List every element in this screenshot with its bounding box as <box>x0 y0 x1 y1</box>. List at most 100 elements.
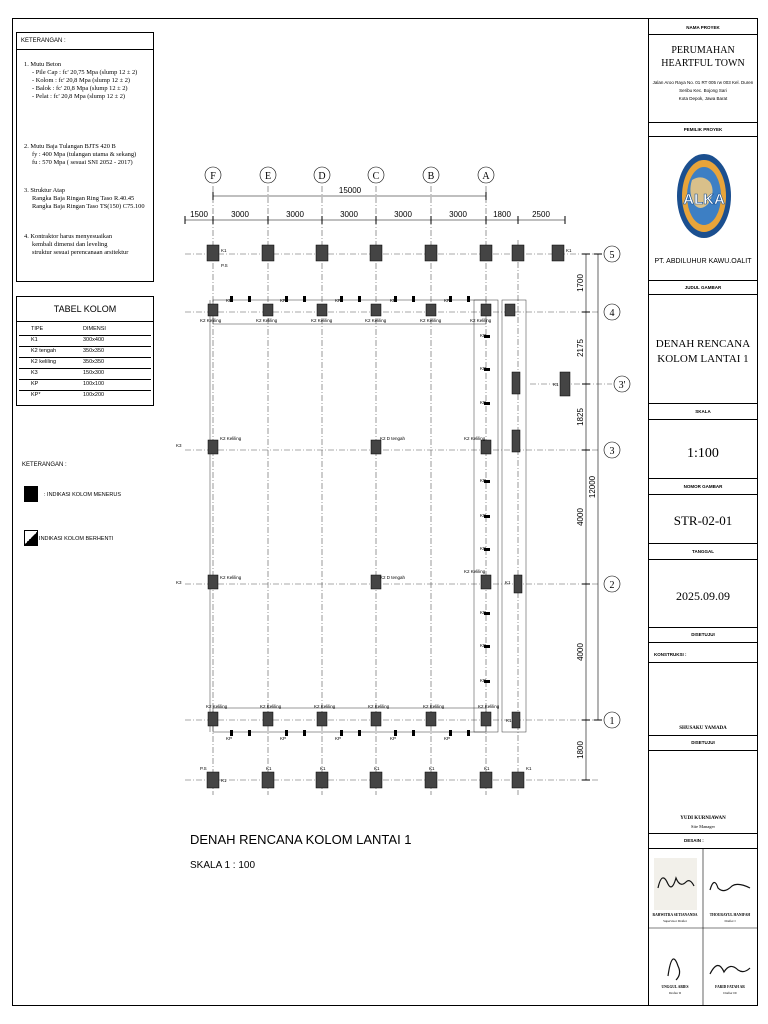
column-tag: K1 <box>429 766 435 771</box>
table-cell: K1 <box>31 337 38 343</box>
project-address: Jalan Aroo Raya No. 01 RT 005 rw 003 Kel… <box>652 80 754 85</box>
kp-tag: KP <box>480 610 486 615</box>
column-tag: K3 <box>176 443 182 448</box>
column-tag: K2 Keliling <box>206 704 228 709</box>
kp-tag: KP <box>480 400 486 405</box>
grid-label-right: 3' <box>619 380 626 391</box>
signatory-role: Drafter I <box>724 919 735 923</box>
note-item: 1. Mutu Beton - Pile Cap : fc' 20,75 Mpa… <box>24 61 154 101</box>
table-row: KP*100x200 <box>19 390 151 401</box>
grid-label-right: 3 <box>610 446 615 457</box>
sheet-title: KOLOM LANTAI 1 <box>657 353 749 365</box>
title-block-divider <box>648 18 649 1006</box>
column-tag: K1 <box>221 248 227 253</box>
stop-column-symbol <box>24 530 38 546</box>
konstruksi-label: KONSTRUKSI : <box>654 652 687 657</box>
kp-tag: KP <box>280 298 286 303</box>
column-tag: K2 Keliling <box>423 704 445 709</box>
legend-continue-label: : INDIKASI KOLOM MENERUS <box>44 492 122 498</box>
legend-header: KETERANGAN : <box>22 462 67 468</box>
column-tag: K2 Keliling <box>420 318 442 323</box>
drawing-number: STR-02-01 <box>673 513 733 528</box>
site-manager-role: Site Manager <box>690 824 716 829</box>
grid-label-right: 2 <box>610 580 615 591</box>
dimension-label: 1700 <box>576 274 585 292</box>
project-name: PERUMAHAN <box>671 45 735 56</box>
logo-text: ALKA <box>683 191 725 208</box>
column-table: TABEL KOLOM TIPE DIMENSI K1 300x400 K2 te… <box>16 296 154 406</box>
table-cell: K2 keliling <box>31 359 57 365</box>
kp-tag: KP <box>480 513 486 518</box>
note-line: struktur sesuai perencanaan arsitektur <box>32 249 129 256</box>
drawing-number-label: NOMOR GAMBAR <box>683 484 723 489</box>
column-tag: P.S <box>221 263 228 268</box>
approver-name: SHUSAKU YAMADA <box>679 726 727 731</box>
note-title: 2. Mutu Baja Tulangan BJTS 420 B <box>24 143 116 150</box>
table-cell: KP <box>31 381 39 387</box>
grid-label-right: 1 <box>610 716 615 727</box>
company-logo-icon: ALKA <box>677 154 731 238</box>
grid-label-top: E <box>265 171 271 182</box>
signatory-role: Supervisor Drafter <box>663 919 688 923</box>
continue-column-symbol <box>24 486 38 502</box>
grid-label-top: C <box>373 171 380 182</box>
note-line: kembali dimensi dan leveling <box>32 241 108 248</box>
kp-tag: KP <box>280 736 286 741</box>
column-tag: K1 <box>553 382 559 387</box>
column-tag: K1 <box>506 718 512 723</box>
signature-block: RAHWITRA SETIANANDA THOURAYUL HANIFAH UN… <box>648 848 758 1006</box>
kp-tag: KP <box>480 643 486 648</box>
signature-icon <box>709 881 751 892</box>
notes-box: KETERANGAN : 1. Mutu Beton - Pile Cap : … <box>16 32 154 282</box>
dimension-total: 15000 <box>339 186 362 195</box>
signatory-name: RAHWITRA SETIANANDA <box>652 913 697 917</box>
column-tag: K2 D tengah <box>380 575 406 580</box>
kp-tag: KP <box>444 736 450 741</box>
project-name: HEARTFUL TOWN <box>661 58 745 69</box>
column-tag: K1 <box>566 248 572 253</box>
column-table-title: TABEL KOLOM <box>17 297 153 322</box>
dimension-label: 3000 <box>231 210 249 219</box>
column-tag: K2 Keliling <box>368 704 390 709</box>
dimension-label: 1800 <box>576 741 585 759</box>
signatory-role: Drafter II <box>669 991 681 995</box>
table-cell: 150x300 <box>83 370 105 376</box>
approved-label: DISETUJUI <box>691 740 715 745</box>
column-tag: K2 Keliling <box>365 318 387 323</box>
note-title: 3. Struktur Atap <box>24 187 66 194</box>
drawing-title-label: JUDUL GAMBAR <box>684 285 722 290</box>
column-tag: K2 Keliling <box>260 704 282 709</box>
dimension-label: 2175 <box>576 339 585 357</box>
column-tag: K2 Keliling <box>478 704 500 709</box>
signatory-role: Drafter III <box>723 991 736 995</box>
scale-label: SKALA <box>695 409 711 414</box>
scale-value: 1:100 <box>687 446 719 461</box>
table-header: TIPE <box>31 326 44 332</box>
column-tag: K1 <box>484 766 490 771</box>
table-cell: 350x350 <box>83 348 105 354</box>
signatory-name: UNGGUL ABIES <box>661 985 688 989</box>
dimension-label: 3000 <box>394 210 412 219</box>
dimension-label: 3000 <box>340 210 358 219</box>
column-tag: K2 Keliling <box>256 318 278 323</box>
note-line: Rangka Baja Ringan Taso TS(150) C75.100 <box>32 203 145 210</box>
table-row: K1 300x400 <box>19 335 151 347</box>
note-item: 3. Struktur Atap Rangka Baja Ringan Ring… <box>24 187 154 211</box>
note-line: fu : 570 Mpa ( sesuai SNI 2052 - 2017) <box>32 159 133 166</box>
drawing-title: DENAH RENCANA KOLOM LANTAI 1 <box>190 832 412 847</box>
dimension-label: 1500 <box>190 210 208 219</box>
table-cell: 300x400 <box>83 337 105 343</box>
date-value: 2025.09.09 <box>676 589 730 603</box>
column-tag: K2 Keliling <box>220 436 242 441</box>
column-tag: K1 <box>526 766 532 771</box>
column-tag: K2 Keliling <box>464 569 486 574</box>
kp-tag: KP <box>480 333 486 338</box>
dimension-label: 1825 <box>576 408 585 426</box>
kp-tag: KP <box>480 546 486 551</box>
table-cell: 100x100 <box>83 381 105 387</box>
note-title: 4. Kontraktor harus menyesuaikan <box>24 233 113 240</box>
table-header: DIMENSI <box>83 326 106 332</box>
dimension-label: 3000 <box>286 210 304 219</box>
